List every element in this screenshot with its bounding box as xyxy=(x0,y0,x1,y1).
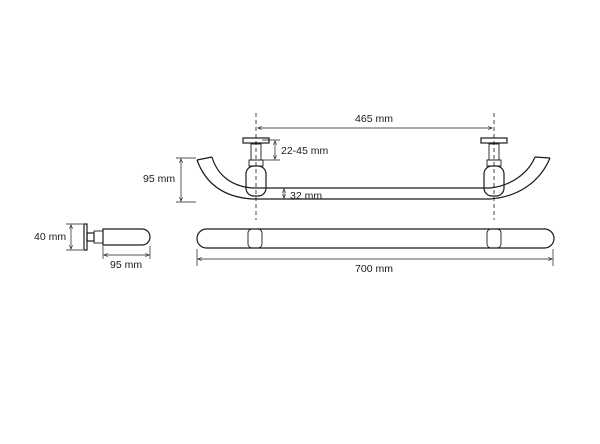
front-view-bar xyxy=(196,228,555,249)
side-height-dimension-label: 40 mm xyxy=(34,231,66,243)
depth-range-dimension-label: 22-45 mm xyxy=(281,145,329,157)
side-view-tube xyxy=(102,228,151,246)
side-view: 40 mm 95 mm xyxy=(34,223,151,271)
bar-outer-contour xyxy=(196,157,551,200)
front-view-right-mount xyxy=(486,228,502,249)
side-depth-dimension-label: 95 mm xyxy=(110,259,142,271)
projection-dimension-label: 95 mm xyxy=(143,173,175,185)
overall-length-dimension-label: 700 mm xyxy=(355,263,393,275)
spacing-dimension-label: 465 mm xyxy=(355,113,393,125)
tube-diameter-dimension-label: 32 mm xyxy=(290,190,322,202)
bar-left-end xyxy=(196,156,213,161)
bar-right-end xyxy=(534,156,551,159)
front-view: 700 mm xyxy=(196,228,555,275)
bar-inner-contour xyxy=(211,156,536,189)
top-view: 465 mm 22-45 mm 32 mm 95 mm xyxy=(143,113,551,220)
front-view-left-mount xyxy=(247,228,263,249)
